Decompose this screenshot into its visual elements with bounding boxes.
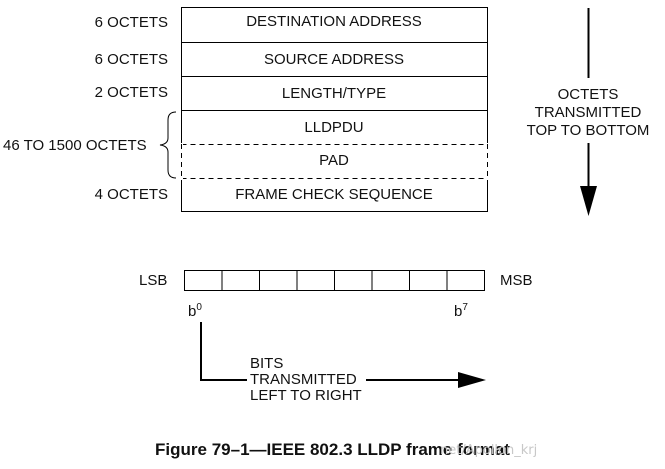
field-pad: PAD	[319, 152, 349, 169]
frame-box	[181, 7, 488, 212]
field-size-label: 6 OCTETS	[94, 51, 168, 68]
octets-note-line: TRANSMITTED	[534, 104, 642, 121]
bits-note-line: BITS	[250, 355, 284, 372]
last-bit-label: b7	[454, 302, 468, 321]
figure-caption: Figure 79–1—IEEE 802.3 LLDP frame format	[155, 440, 510, 459]
first-bit-label: b0	[188, 302, 202, 321]
bits-arrow-head	[458, 372, 486, 388]
field-frame-check-sequence: FRAME CHECK SEQUENCE	[235, 186, 433, 203]
field-size-label: 2 OCTETS	[94, 84, 168, 101]
msb-label: MSB	[500, 272, 533, 289]
octets-note-line: TOP TO BOTTOM	[526, 122, 650, 139]
field-destination-address: DESTINATION ADDRESS	[246, 13, 422, 30]
octets-note-line: OCTETS	[557, 86, 619, 103]
lsb-label: LSB	[139, 272, 168, 289]
bits-note-line: TRANSMITTED	[250, 371, 357, 388]
field-lldpdu: LLDPDU	[304, 119, 364, 136]
field-size-label: 4 OCTETS	[94, 186, 168, 203]
field-size-label: 6 OCTETS	[94, 14, 168, 31]
octets-arrow-head	[580, 186, 597, 216]
field-length-type: LENGTH/TYPE	[281, 85, 387, 102]
bits-note-line: LEFT TO RIGHT	[250, 387, 362, 404]
group-size-label: 46 TO 1500 OCTETS	[3, 137, 147, 154]
watermark: net/Apollon_krj	[440, 443, 538, 458]
group-brace	[159, 111, 177, 179]
field-source-address: SOURCE ADDRESS	[263, 51, 405, 68]
